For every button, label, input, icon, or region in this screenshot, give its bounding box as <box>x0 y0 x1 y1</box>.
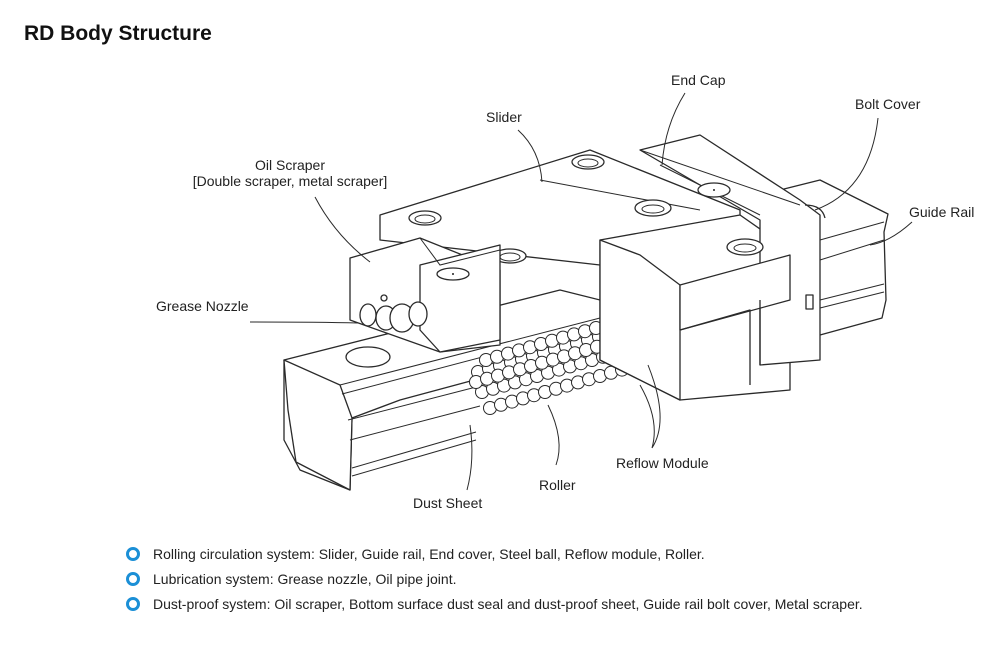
label-bolt-cover: Bolt Cover <box>855 96 921 112</box>
label-reflow-module: Reflow Module <box>616 455 709 471</box>
grease-nozzle <box>359 294 428 333</box>
bullet-ring-icon <box>126 546 140 561</box>
leader-dust-sheet <box>466 424 473 491</box>
system-text: Dust-proof system: Oil scraper, Bottom s… <box>153 595 863 612</box>
leader-slider <box>517 129 543 183</box>
end-cap-tab <box>805 294 814 310</box>
bullet-ring-icon <box>126 571 140 586</box>
label-slider: Slider <box>486 109 522 125</box>
leader-lines <box>249 92 913 491</box>
list-item: Dust-proof system: Oil scraper, Bottom s… <box>126 591 863 616</box>
page-title: RD Body Structure <box>24 22 212 45</box>
systems-list: Rolling circulation system: Slider, Guid… <box>126 541 863 616</box>
label-grease-nozzle: Grease Nozzle <box>156 298 249 314</box>
leader-roller <box>547 404 560 466</box>
linear-guide-diagram: End Cap Bolt Cover Slider Guide Rail Oil… <box>156 72 974 511</box>
system-text: Rolling circulation system: Slider, Guid… <box>153 545 705 562</box>
list-item: Rolling circulation system: Slider, Guid… <box>126 541 863 566</box>
label-dust-sheet: Dust Sheet <box>413 495 482 511</box>
label-guide-rail: Guide Rail <box>909 204 974 220</box>
oil-scraper-block <box>349 237 501 353</box>
leader-reflow-module <box>639 364 661 449</box>
bullet-ring-icon <box>126 596 140 611</box>
label-oil-scraper-sub: [Double scraper, metal scraper] <box>193 173 388 189</box>
leader-guide-rail <box>869 221 913 246</box>
label-oil-scraper: Oil Scraper <box>255 157 325 173</box>
leader-end-cap <box>661 92 686 166</box>
list-item: Lubrication system: Grease nozzle, Oil p… <box>126 566 863 591</box>
slider-body <box>379 134 821 401</box>
label-end-cap: End Cap <box>671 72 726 88</box>
system-text: Lubrication system: Grease nozzle, Oil p… <box>153 570 457 587</box>
label-roller: Roller <box>539 477 576 493</box>
leader-bolt-cover <box>814 117 879 211</box>
leader-grease-nozzle <box>249 321 359 324</box>
leader-oil-scraper <box>314 196 371 263</box>
